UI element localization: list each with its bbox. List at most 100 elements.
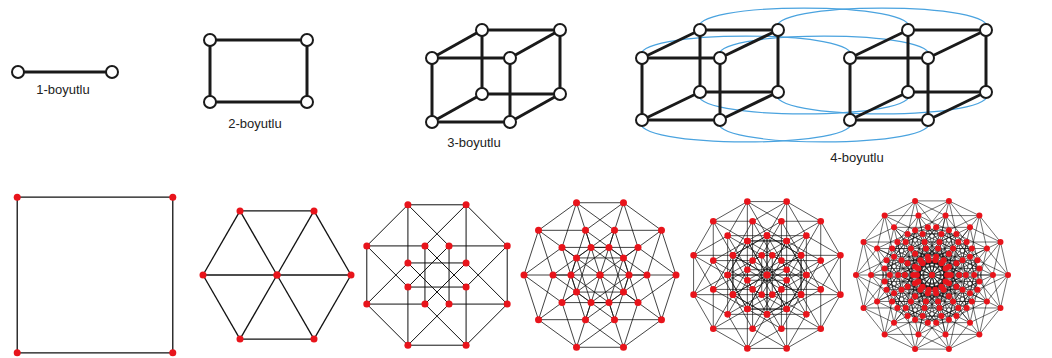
graph-edge [700, 91, 778, 94]
graph-edge [509, 58, 512, 122]
connection-arc [777, 8, 987, 30]
projection-edge [17, 197, 18, 353]
graph-vertex [476, 88, 488, 100]
projection-edge [609, 258, 624, 303]
projection-vertex [943, 279, 949, 285]
projection-vertex [521, 272, 528, 279]
projection-edge [577, 257, 624, 258]
projection-edge [449, 246, 450, 304]
projection-vertex [894, 305, 900, 311]
connection-arc [699, 92, 909, 114]
projection-vertex [891, 224, 897, 230]
projection-edge [970, 227, 1000, 242]
projection-vertex [778, 325, 785, 332]
projection-edge [747, 201, 786, 202]
projection-vertex [976, 213, 982, 219]
projection-edge [694, 294, 733, 295]
projection-edge [367, 245, 425, 246]
projection-vertex [953, 313, 959, 319]
projection-vertex [620, 199, 627, 206]
projection-edge [787, 202, 821, 222]
projection-edge [585, 230, 623, 258]
projection-edge [767, 275, 806, 276]
projection-vertex [758, 252, 765, 259]
projection-vertex [915, 331, 921, 337]
projection-edge [928, 201, 949, 227]
projection-vertex [899, 257, 905, 263]
projection-vertex [535, 227, 542, 234]
projection-edge [949, 334, 979, 349]
projection-edge [571, 247, 609, 275]
projection-vertex [902, 272, 908, 278]
projection-vertex [976, 265, 982, 271]
projection-edge [915, 323, 936, 349]
graph-edge [559, 30, 562, 94]
projection-edge [767, 275, 806, 276]
projection-edge [894, 201, 915, 227]
projection-vertex [917, 257, 923, 263]
projection-edge [840, 255, 841, 294]
projection-vertex [921, 305, 927, 311]
graph-vertex [504, 116, 516, 128]
petrie-projections [14, 194, 1011, 357]
projection-edge [661, 275, 676, 320]
projection-edge [694, 295, 728, 315]
projection-vertex [967, 320, 973, 326]
projection-edge [918, 282, 939, 308]
projection-vertex [920, 231, 926, 237]
projection-vertex [920, 313, 926, 319]
projection-vertex [730, 291, 737, 298]
projection-edge [894, 322, 928, 323]
projection-edge [885, 334, 915, 349]
graph-edge [642, 57, 720, 60]
projection-edge [539, 203, 577, 231]
projection-edge [972, 249, 980, 282]
projection-vertex [969, 298, 975, 304]
projection-vertex [967, 290, 973, 296]
projection-vertex [950, 246, 956, 252]
projection-edge [946, 308, 967, 334]
projection-edge [408, 246, 449, 287]
graph-edge [908, 91, 986, 94]
projection-vertex [504, 301, 511, 308]
projection-edge [623, 303, 638, 348]
projection-vertex [744, 238, 751, 245]
projection-edge [877, 249, 885, 282]
projection-edge [936, 293, 970, 294]
projection-edge [585, 203, 623, 231]
projection-vertex [937, 305, 943, 311]
projection-vertex [882, 279, 888, 285]
projection-vertex [964, 239, 970, 245]
projection-edge [894, 293, 928, 294]
graph-edge [432, 121, 510, 124]
projection-edge [821, 295, 841, 329]
projection-vertex [837, 291, 844, 298]
projection-vertex [882, 213, 888, 219]
projection-edge [970, 308, 1000, 323]
graph-vertex [844, 52, 856, 64]
projection-vertex [764, 311, 771, 318]
projection-edge [979, 301, 987, 334]
graph-vertex [301, 34, 313, 46]
projection-edge [694, 221, 714, 255]
projection-edge [733, 295, 753, 329]
projection-vertex [967, 224, 973, 230]
projection-edge [967, 242, 1001, 243]
projection-edge [864, 275, 872, 308]
projection-edge [949, 267, 970, 293]
projection-vertex [658, 227, 665, 234]
projection-edge [577, 202, 624, 203]
projection-edge [787, 309, 821, 329]
dimension-label: 3-boyutlu [447, 135, 500, 150]
graph-edge [510, 94, 560, 122]
projection-vertex [749, 257, 756, 264]
projection-edge [571, 230, 586, 275]
projection-vertex [933, 320, 939, 326]
projection-edge [615, 230, 662, 231]
projection-vertex [895, 272, 901, 278]
projection-vertex [853, 272, 859, 278]
projection-edge [864, 227, 894, 242]
connection-arcs [641, 8, 987, 142]
projection-vertex [749, 218, 756, 225]
projection-vertex [749, 286, 756, 293]
